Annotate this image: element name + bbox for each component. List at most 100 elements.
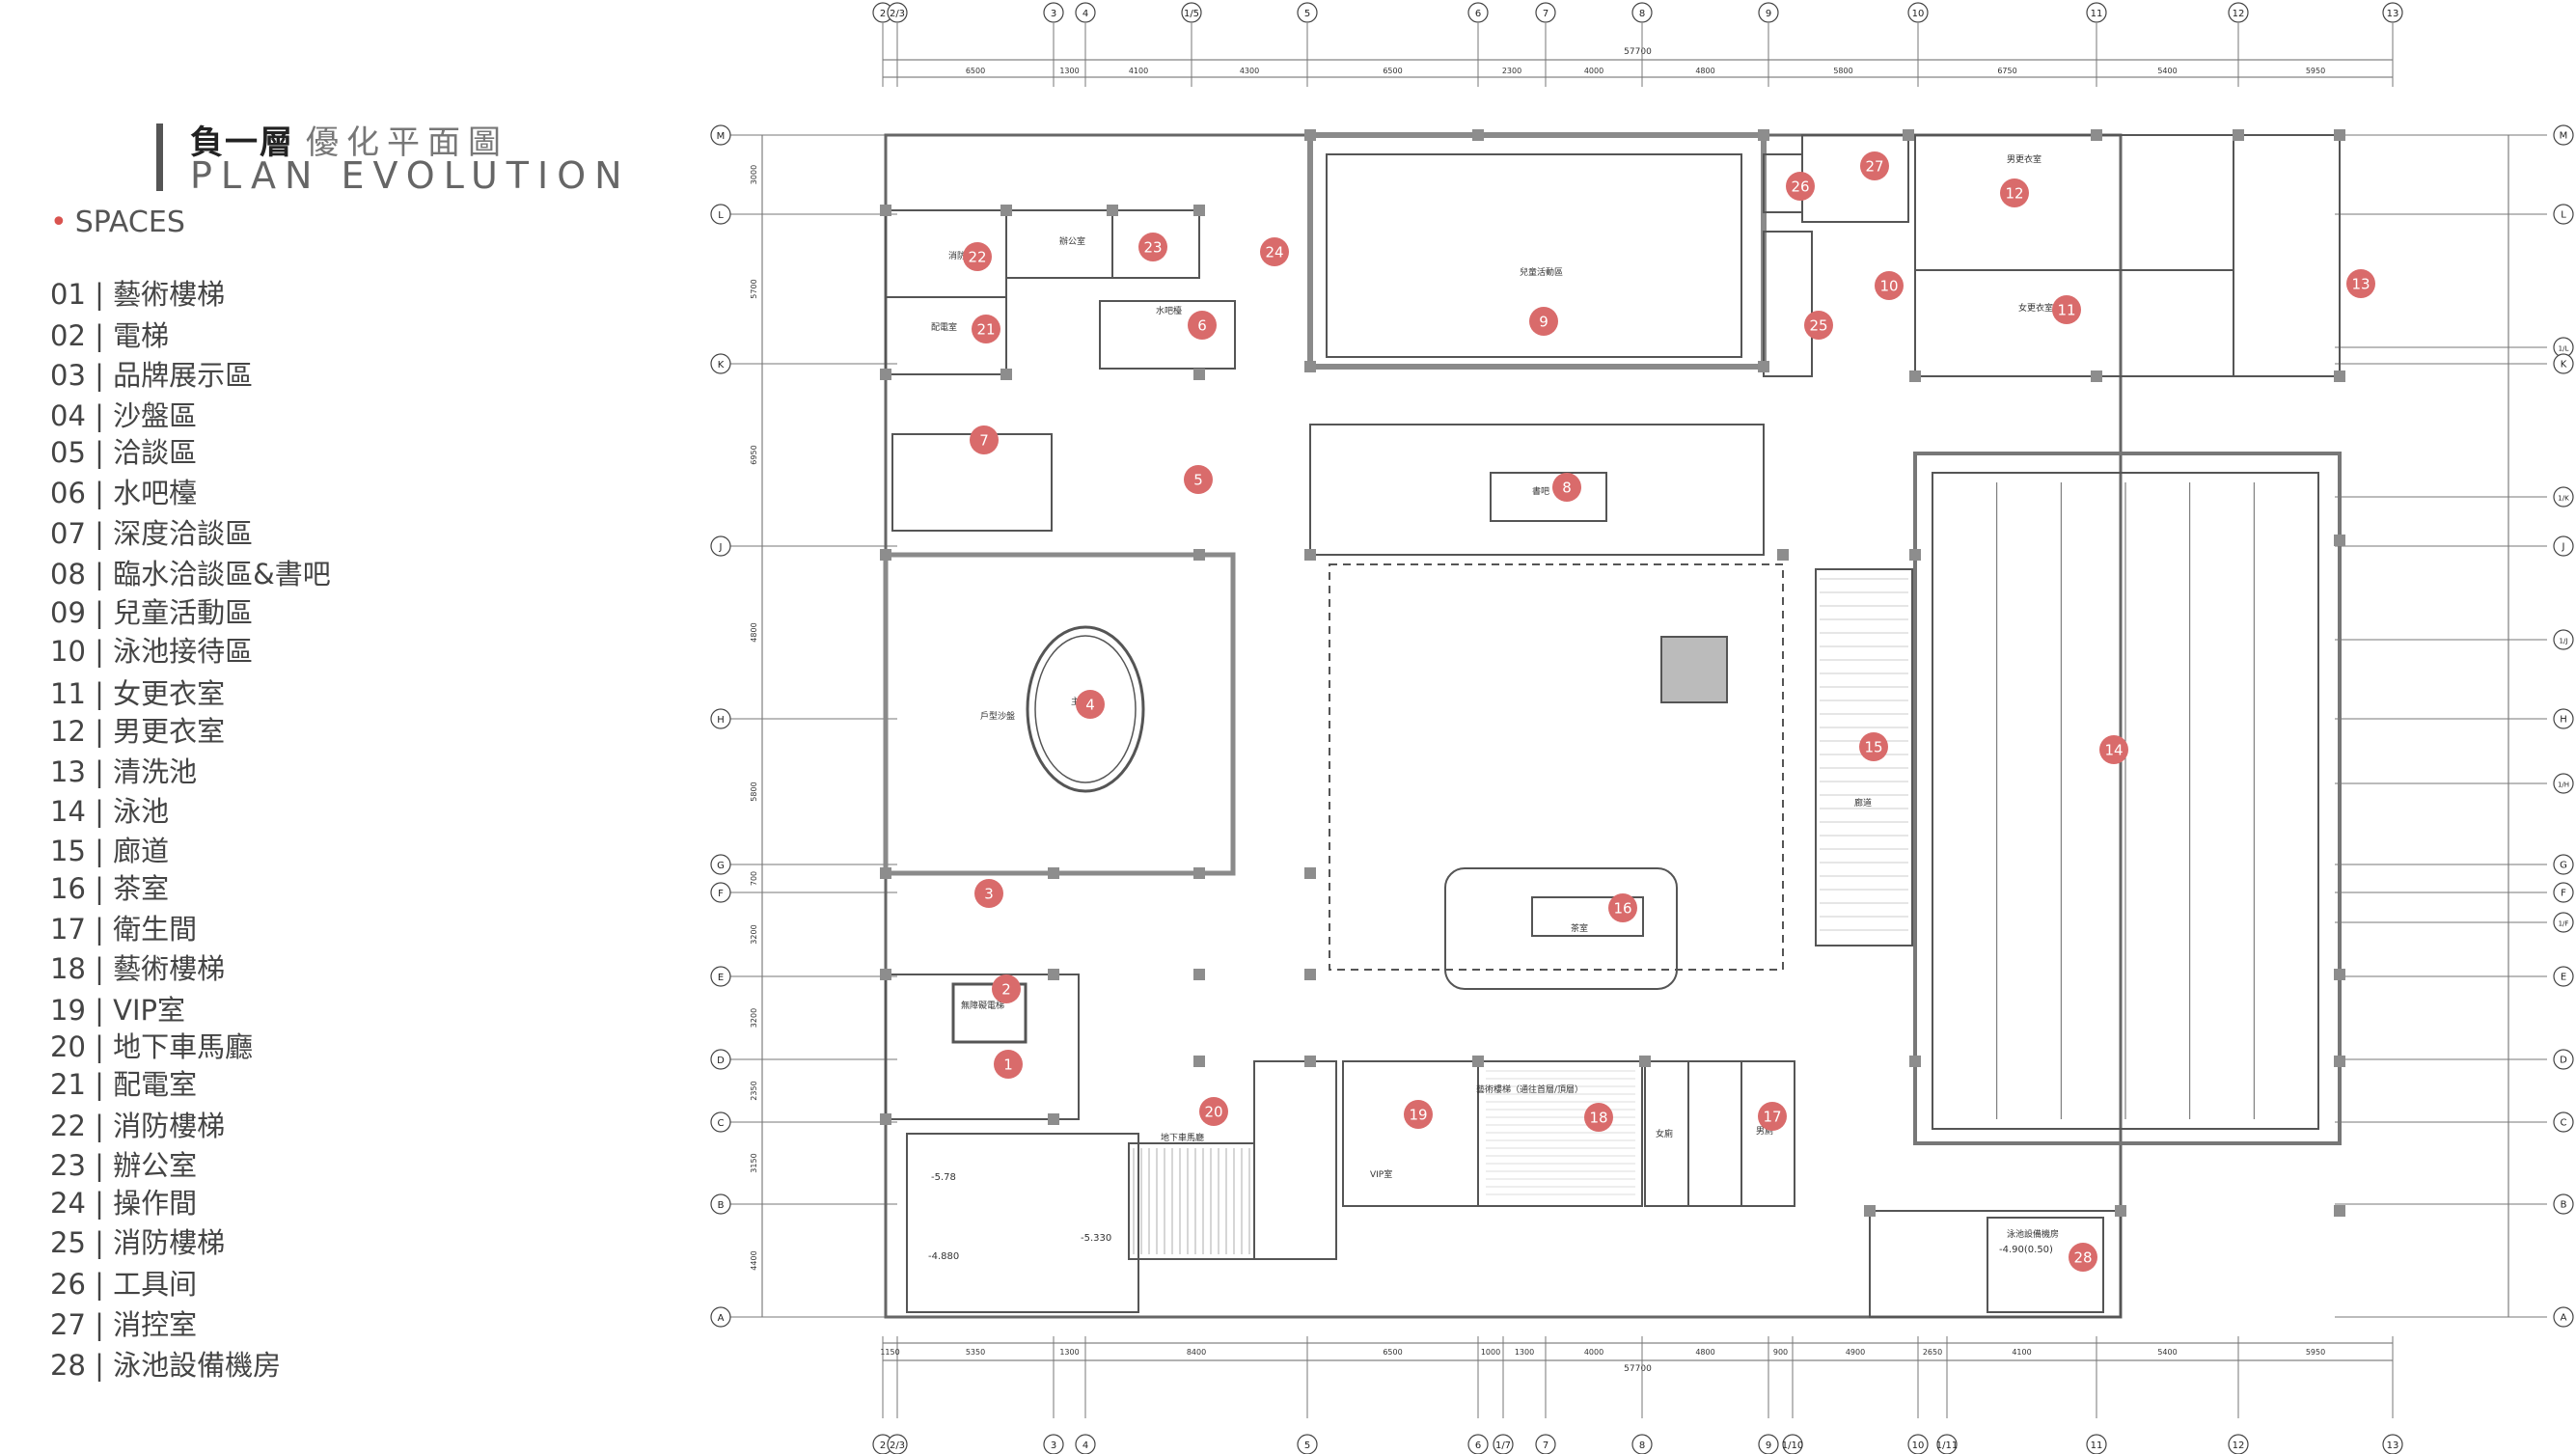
room-label-wc-f: 女廁 [1656, 1128, 1673, 1139]
grid-label-bottom: 7 [1543, 1440, 1548, 1451]
dim-bottom: 1300 [1515, 1348, 1534, 1357]
operation-room [1111, 209, 1200, 279]
grid-bubble-right [2553, 773, 2574, 794]
grid-label-top: 7 [1543, 9, 1548, 19]
dim-left: 700 [750, 871, 758, 886]
grid-bubble-left [710, 204, 731, 225]
dim-bottom: 1150 [880, 1348, 899, 1357]
grid-label-top: 11 [2091, 9, 2103, 19]
book-bar [1309, 424, 1765, 556]
walls-layer [883, 132, 2342, 1319]
space-marker [1199, 1097, 1228, 1126]
art-stair-2 [1477, 1060, 1643, 1207]
dim-left: 5800 [750, 782, 758, 801]
tea-table [1531, 896, 1644, 937]
grid-bubble-left [710, 1306, 731, 1328]
power-room [885, 296, 1007, 375]
grid-label-bottom: 5 [1304, 1440, 1310, 1451]
main-sand-table-inner [1034, 635, 1137, 783]
space-marker-label: 27 [1865, 158, 1883, 176]
corridor [1815, 568, 1913, 946]
structural-column [880, 867, 891, 879]
grid-label-bottom: 12 [2233, 1440, 2245, 1451]
structural-column [1304, 1056, 1316, 1067]
grid-bubble-right [2553, 204, 2574, 225]
space-marker [1529, 307, 1558, 336]
dim-left: 3200 [750, 924, 758, 944]
vip-room [1342, 1060, 1479, 1207]
dim-bottom: 4000 [1584, 1348, 1603, 1357]
central-void [1329, 563, 1784, 971]
grid-bubble-bottom [1758, 1434, 1779, 1454]
grid-bubble-bottom [1075, 1434, 1096, 1454]
grid-bubble-right [2553, 353, 2574, 374]
space-marker [1552, 473, 1581, 502]
grid-bubble-top [2382, 2, 2403, 23]
dim-bottom: 6500 [1383, 1348, 1402, 1357]
structural-column [1304, 549, 1316, 561]
spaces-heading: •SPACES [50, 206, 185, 239]
grid-bubble-bottom [2382, 1434, 2403, 1454]
book-counter [1490, 472, 1607, 522]
grid-bubble-right [2553, 854, 2574, 875]
title-en: PLAN EVOLUTION [190, 154, 631, 197]
space-marker-label: 7 [979, 432, 989, 450]
space-marker [1860, 151, 1889, 180]
grid-label-right: 1/L [2559, 345, 2569, 353]
spaces-heading-text: SPACES [74, 206, 185, 239]
grid-bubble-left [710, 535, 731, 557]
grid-bubble-top [1907, 2, 1929, 23]
grid-bubble-bottom [1297, 1434, 1318, 1454]
grid-label-left: D [717, 1056, 725, 1066]
grid-bubble-bottom [2086, 1434, 2107, 1454]
structural-column [1472, 1056, 1484, 1067]
grid-label-right: D [2560, 1056, 2567, 1066]
dim-top: 4800 [1695, 67, 1714, 75]
women-locker [1914, 269, 2234, 377]
space-marker [970, 425, 999, 454]
space-item: 23 | 辦公室 [50, 1149, 198, 1182]
grid-bubble-left [710, 854, 731, 875]
room-label-plant: 泳池設備機房 [2007, 1228, 2059, 1240]
space-marker [1404, 1100, 1433, 1129]
grid-bubble-bottom [887, 1434, 908, 1454]
space-marker [2069, 1243, 2097, 1272]
room-label-corridor: 廊道 [1854, 797, 1872, 809]
grid-bubble-top [1758, 2, 1779, 23]
grid-bubble-right [2553, 912, 2574, 933]
grid-label-bottom: 2/3 [890, 1440, 905, 1451]
grid-label-bottom: 4 [1082, 1440, 1088, 1451]
elevation-4: -4.90(0.50) [1999, 1245, 2053, 1255]
structural-column [1304, 969, 1316, 980]
elevator-shaft [951, 982, 1028, 1044]
space-marker-label: 23 [1143, 239, 1162, 257]
grid-bubble-bottom [1043, 1434, 1064, 1454]
dim-bottom: 1300 [1059, 1348, 1079, 1357]
grid-bubble-left [710, 882, 731, 903]
structural-column [1048, 867, 1059, 879]
grid-label-bottom: 9 [1766, 1440, 1771, 1451]
space-item: 26 | 工具间 [50, 1268, 198, 1301]
grid-bubble-right [2553, 882, 2574, 903]
space-marker [992, 974, 1021, 1003]
grid-bubble-top [1297, 2, 1318, 23]
structural-column [1909, 1056, 1921, 1067]
room-label-men: 男更衣室 [2007, 153, 2042, 165]
space-item: 25 | 消防樓梯 [50, 1226, 226, 1259]
grid-label-bottom: 1/11 [1936, 1440, 1958, 1451]
space-marker [1804, 311, 1833, 340]
space-marker [1758, 1102, 1787, 1131]
grid-label-left: J [719, 542, 723, 553]
space-marker-label: 14 [2104, 742, 2123, 759]
grid-bubble-bottom [1907, 1434, 1929, 1454]
space-marker-label: 21 [976, 321, 995, 339]
restroom-block [1687, 1060, 1742, 1207]
space-marker [1076, 690, 1105, 719]
ramp-block [906, 1133, 1139, 1313]
grid-bubble-bottom [2228, 1434, 2249, 1454]
grid-bubble-left [710, 1193, 731, 1215]
room-label-book: 書吧 [1532, 485, 1549, 497]
grid-bubble-bottom [1467, 1434, 1489, 1454]
